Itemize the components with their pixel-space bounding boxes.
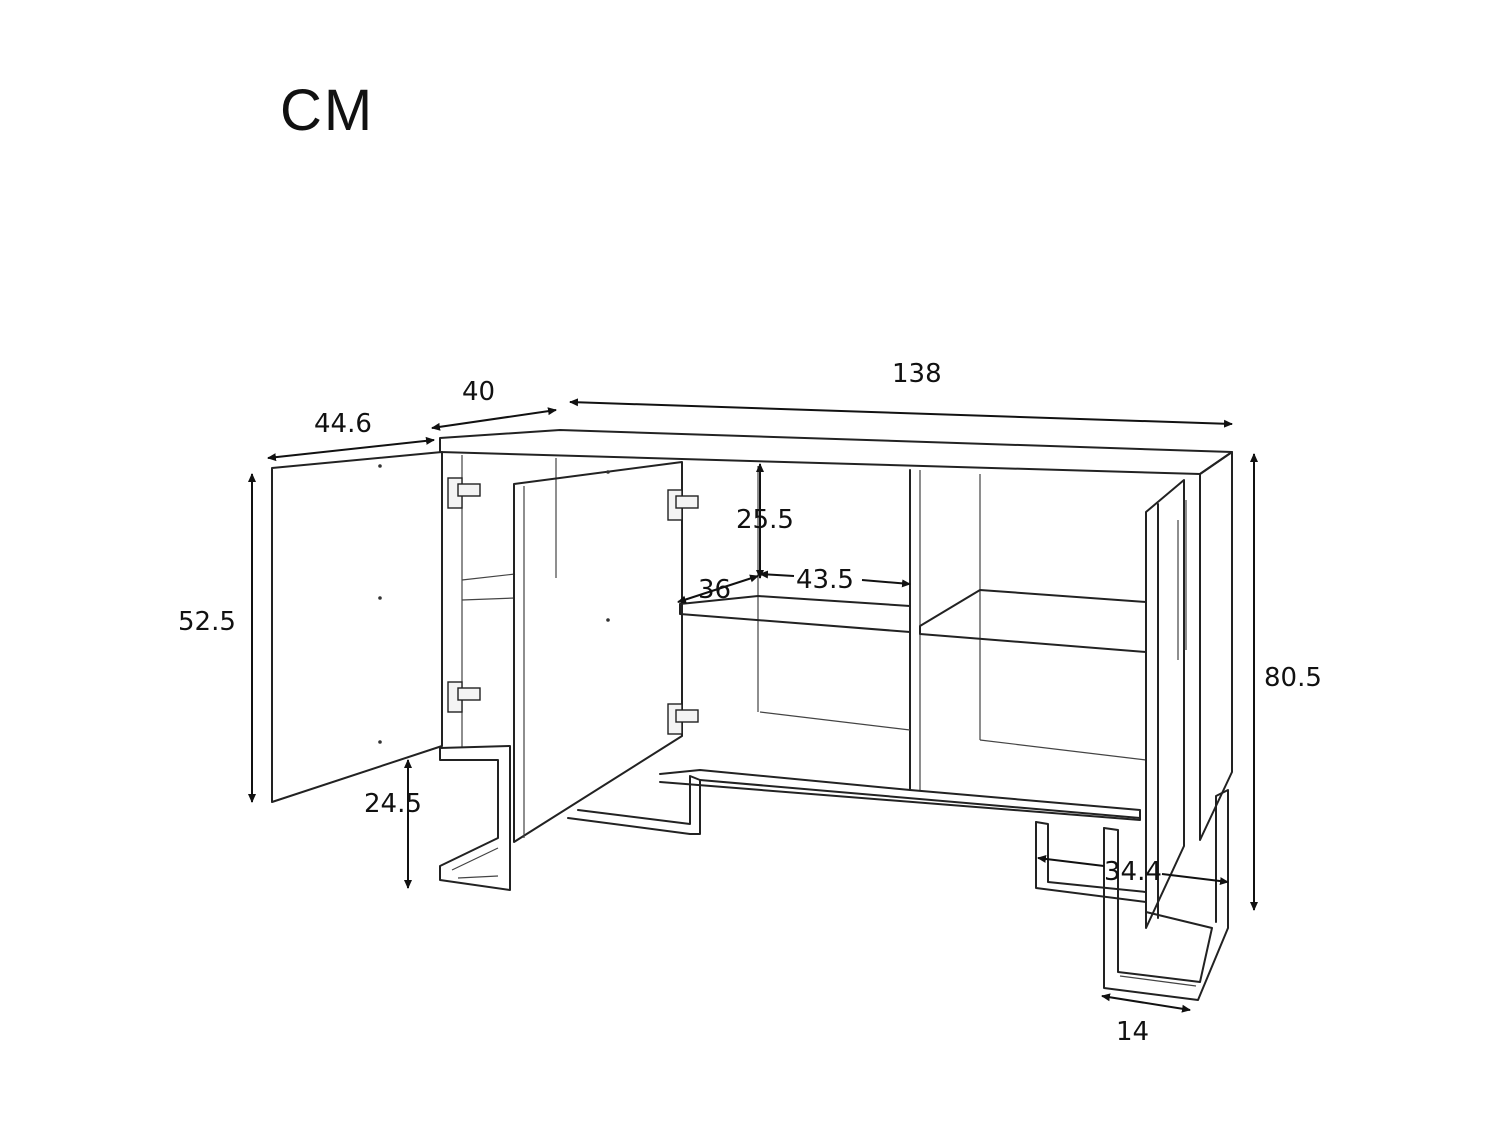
left-door bbox=[271, 451, 443, 803]
total-width-label: 138 bbox=[892, 359, 942, 389]
hinge-icon bbox=[667, 489, 699, 521]
dimension-labels: 44.6 40 138 52.5 80.5 24.5 25.5 36 43.5 … bbox=[178, 359, 1322, 1047]
leg-depth-label: 34.4 bbox=[1104, 857, 1162, 887]
hinge-icon bbox=[447, 681, 481, 713]
door-height-label: 52.5 bbox=[178, 607, 236, 637]
middle-leg bbox=[567, 775, 701, 835]
left-leg bbox=[439, 745, 511, 891]
right-leg bbox=[1035, 789, 1229, 1001]
hinge-icon bbox=[447, 477, 481, 509]
door-width-label: 44.6 bbox=[314, 409, 372, 439]
leg-height-label: 24.5 bbox=[364, 789, 422, 819]
hinge-icon bbox=[667, 703, 699, 735]
right-door bbox=[1145, 479, 1187, 929]
compartment-width-label: 43.5 bbox=[796, 565, 854, 595]
hinge-icons bbox=[447, 477, 699, 735]
middle-door bbox=[513, 461, 683, 843]
cabinet-body bbox=[439, 429, 1233, 841]
dimension-lines bbox=[248, 398, 1258, 1013]
shelf-depth-label: 36 bbox=[698, 575, 731, 605]
unit-label: CM bbox=[280, 78, 374, 143]
total-height-label: 80.5 bbox=[1264, 663, 1322, 693]
leg-width-label: 14 bbox=[1116, 1017, 1149, 1047]
shelf-height-label: 25.5 bbox=[736, 505, 794, 535]
depth-label: 40 bbox=[462, 377, 495, 407]
